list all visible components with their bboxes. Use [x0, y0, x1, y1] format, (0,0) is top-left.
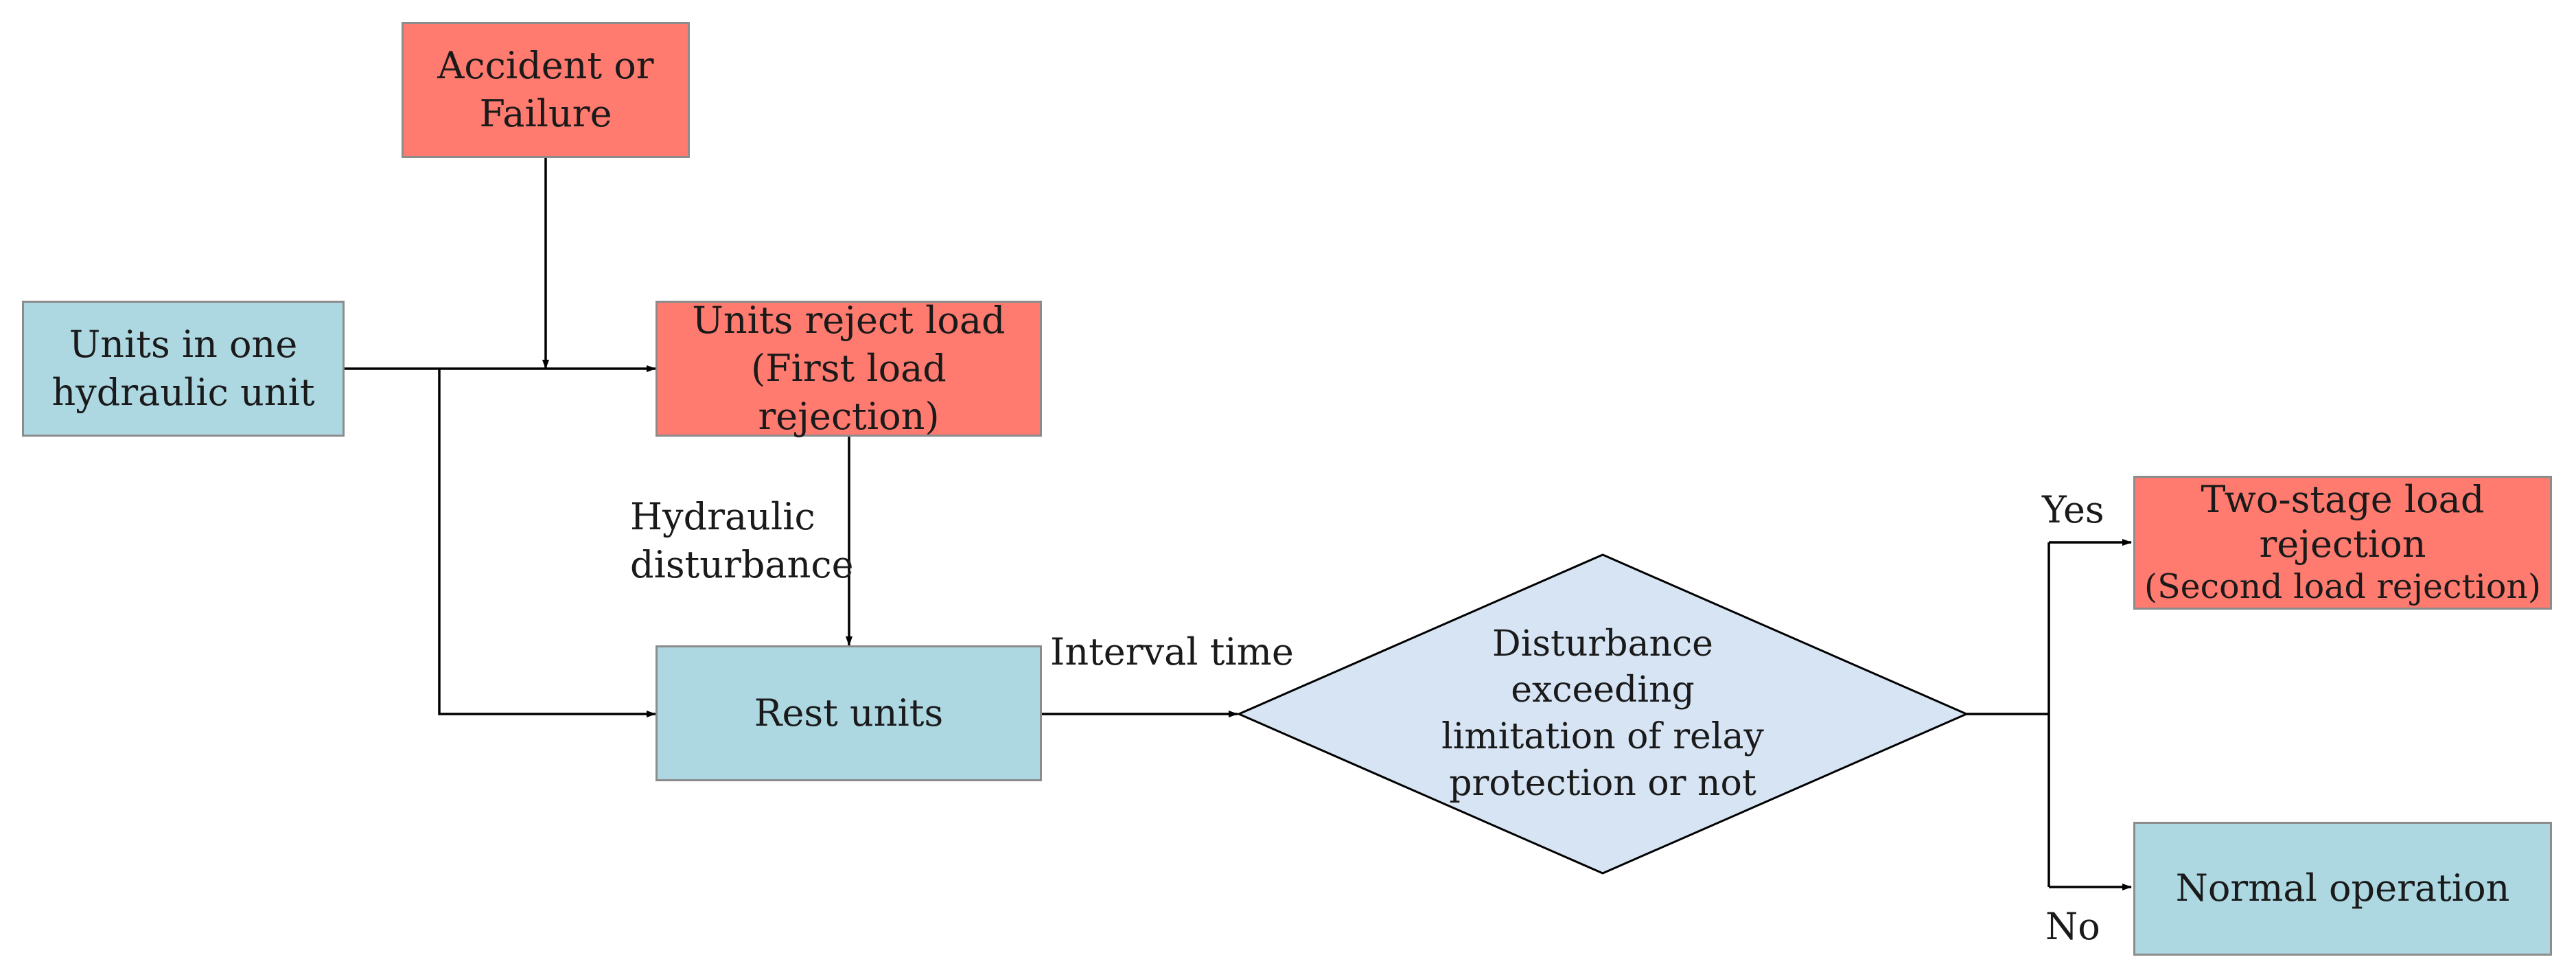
arrow-units-one-to-rest — [438, 369, 656, 717]
units-reject-line1: Units reject load — [692, 298, 1006, 342]
two-stage-line3: (Second load rejection) — [2144, 566, 2542, 606]
units-one-line2: hydraulic unit — [51, 371, 315, 414]
decision-line3: limitation of relay — [1441, 716, 1764, 757]
yes-label: Yes — [2042, 488, 2104, 531]
rest-units-node: Rest units — [655, 645, 1042, 781]
interval-time-label: Interval time — [1050, 630, 1294, 673]
hydraulic-label-line1: Hydraulic — [630, 495, 815, 538]
accident-line2: Failure — [479, 92, 612, 135]
units-one-node: Units in one hydraulic unit — [22, 301, 345, 437]
hydraulic-disturbance-label: Hydraulic disturbance — [630, 493, 854, 589]
accident-node: Accident or Failure — [402, 22, 690, 158]
units-one-line1: Units in one — [69, 322, 298, 366]
rest-units-line1: Rest units — [754, 691, 944, 735]
accident-line1: Accident or — [437, 43, 654, 87]
decision-line4: protection or not — [1449, 762, 1756, 804]
no-label: No — [2045, 905, 2100, 948]
two-stage-line1: Two-stage load — [2201, 478, 2485, 522]
hydraulic-label-line2: disturbance — [630, 543, 854, 587]
normal-line1: Normal operation — [2175, 866, 2510, 910]
decision-line1: Disturbance — [1492, 623, 1713, 665]
units-reject-node: Units reject load (First load rejection) — [655, 299, 1042, 438]
units-reject-line2: (First load rejection) — [751, 346, 947, 439]
normal-operation-node: Normal operation — [2133, 822, 2552, 956]
decision-line2: exceeding — [1511, 669, 1695, 711]
decision-text: Disturbance exceeding limitation of rela… — [1362, 604, 1843, 824]
two-stage-line2: rejection — [2259, 522, 2426, 566]
two-stage-node: Two-stage load rejection (Second load re… — [2133, 476, 2552, 610]
